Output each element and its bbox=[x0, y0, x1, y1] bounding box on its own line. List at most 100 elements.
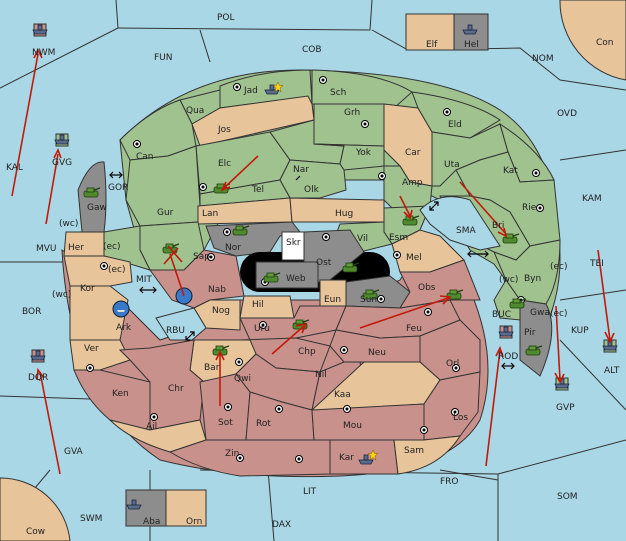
label-pol: POL bbox=[217, 13, 235, 23]
supply-center-icon bbox=[377, 295, 385, 303]
label-sma: SMA bbox=[456, 226, 476, 236]
label-can: Can bbox=[136, 152, 154, 162]
label-wc1: (wc) bbox=[59, 219, 78, 229]
region-eun[interactable] bbox=[319, 279, 347, 307]
supply-center-icon bbox=[100, 262, 108, 270]
label-feu: Feu bbox=[406, 324, 422, 334]
move-arrows bbox=[11, 48, 615, 475]
region-labels: POL COB FUN NWM NOM Con Elf Hel OVD KAL … bbox=[6, 13, 620, 537]
region-gwa[interactable] bbox=[493, 279, 521, 321]
label-obs: Obs bbox=[418, 283, 436, 293]
label-nwm: NWM bbox=[32, 48, 55, 58]
label-skr: Skr bbox=[286, 238, 301, 248]
label-alt: ALT bbox=[604, 366, 620, 376]
label-rot: Rot bbox=[256, 419, 271, 429]
label-pir: Pir bbox=[524, 328, 536, 338]
label-kor: Kor bbox=[80, 284, 95, 294]
label-nab: Nab bbox=[208, 285, 226, 295]
fleet-icon[interactable] bbox=[112, 300, 130, 318]
supply-center-icon bbox=[319, 76, 327, 84]
supply-center-icon bbox=[199, 183, 207, 191]
region-ver[interactable] bbox=[69, 339, 131, 371]
label-olk: Olk bbox=[304, 185, 320, 195]
label-byn: Byn bbox=[524, 274, 541, 284]
double-arrow-icon bbox=[139, 286, 157, 294]
label-wc3: (wc) bbox=[499, 275, 518, 285]
region-orn[interactable] bbox=[165, 489, 207, 527]
region-ail[interactable] bbox=[108, 419, 207, 453]
sea-sma[interactable] bbox=[419, 196, 501, 251]
label-aba: Aba bbox=[143, 517, 160, 527]
region-ark[interactable] bbox=[69, 285, 129, 341]
label-gvg: GVG bbox=[52, 158, 72, 168]
label-kal: KAL bbox=[6, 163, 23, 173]
label-buc: BUC bbox=[492, 310, 511, 320]
label-orn: Orn bbox=[186, 517, 202, 527]
label-fun: FUN bbox=[154, 53, 173, 63]
supply-center-icon bbox=[393, 251, 401, 259]
supply-center-icon bbox=[340, 346, 348, 354]
label-nil: Nil bbox=[315, 370, 327, 380]
label-ec1: (ec) bbox=[103, 242, 121, 252]
label-eun: Eun bbox=[324, 295, 341, 305]
supply-center-icon bbox=[378, 172, 386, 180]
label-sap: Sap bbox=[193, 252, 210, 262]
label-eld: Eld bbox=[448, 120, 462, 130]
region-hil[interactable] bbox=[239, 295, 295, 319]
label-cow: Cow bbox=[26, 527, 45, 537]
label-ail: Ail bbox=[146, 422, 157, 432]
label-sun: Sun bbox=[360, 295, 377, 305]
label-uru: Uru bbox=[254, 324, 270, 334]
label-mou: Mou bbox=[343, 421, 362, 431]
label-dqr: DQR bbox=[28, 373, 48, 383]
label-ken: Ken bbox=[112, 389, 129, 399]
supply-center-icon bbox=[361, 120, 369, 128]
label-bor: BOR bbox=[22, 307, 41, 317]
label-ver: Ver bbox=[84, 344, 99, 354]
region-cow[interactable] bbox=[0, 477, 71, 541]
label-vil: Vil bbox=[357, 234, 368, 244]
label-mit: MIT bbox=[136, 275, 152, 285]
label-esm: Esm bbox=[389, 233, 408, 243]
region-pir[interactable] bbox=[519, 299, 553, 377]
label-fro: FRO bbox=[440, 477, 459, 487]
label-nog: Nog bbox=[212, 306, 230, 316]
double-arrows bbox=[109, 171, 515, 370]
supply-center-icon bbox=[424, 308, 432, 316]
label-rod: ROD bbox=[498, 352, 518, 362]
label-mvu: MVU bbox=[36, 244, 57, 254]
label-mel: Mel bbox=[406, 253, 422, 263]
label-lan: Lan bbox=[202, 209, 218, 219]
double-arrow-icon bbox=[295, 175, 301, 181]
north-regions bbox=[119, 69, 561, 305]
label-elf: Elf bbox=[426, 40, 438, 50]
label-amp: Amp bbox=[402, 178, 423, 188]
label-con: Con bbox=[596, 38, 614, 48]
supply-center-icon bbox=[343, 405, 351, 413]
label-elc: Elc bbox=[218, 159, 231, 169]
region-mou[interactable] bbox=[311, 403, 425, 441]
double-arrow-icon bbox=[429, 201, 439, 211]
label-hil: Hil bbox=[252, 300, 264, 310]
supply-center-icon bbox=[420, 426, 428, 434]
region-amp[interactable] bbox=[383, 165, 433, 209]
label-gur: Gur bbox=[157, 208, 174, 218]
label-nor: Nor bbox=[225, 243, 241, 253]
region-elf[interactable] bbox=[405, 13, 455, 51]
region-sam[interactable] bbox=[393, 435, 461, 475]
label-zin: Zin bbox=[225, 449, 239, 459]
label-nom: NOM bbox=[532, 54, 554, 64]
label-wc2: (wc) bbox=[52, 290, 71, 300]
label-kar: Kar bbox=[339, 453, 354, 463]
label-qwi: Qwi bbox=[234, 374, 251, 384]
double-arrow-icon bbox=[467, 250, 489, 258]
label-bri: Bri bbox=[492, 221, 504, 231]
label-lit: LIT bbox=[303, 487, 317, 497]
label-chp: Chp bbox=[298, 347, 316, 357]
region-con[interactable] bbox=[559, 0, 626, 81]
supply-center-icon bbox=[150, 413, 158, 421]
label-gvp: GVP bbox=[556, 403, 575, 413]
label-chr: Chr bbox=[168, 384, 184, 394]
